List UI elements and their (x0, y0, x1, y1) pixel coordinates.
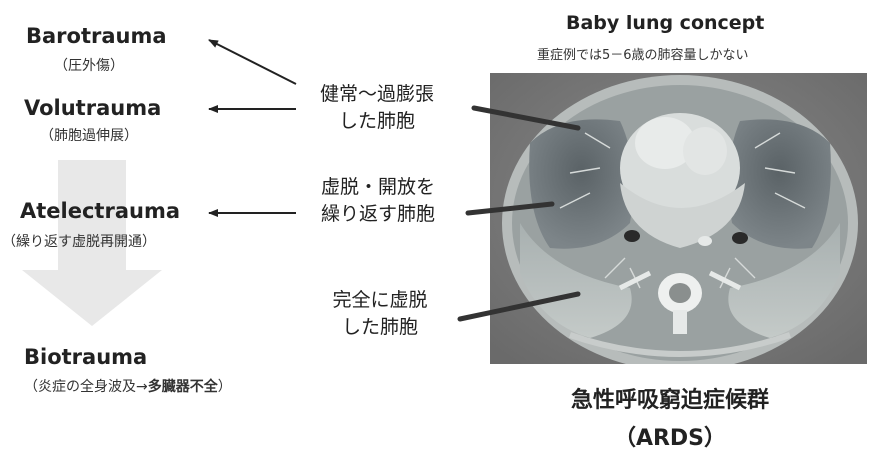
pointer-cyclic-alveoli (468, 204, 552, 213)
pointer-healthy-alveoli (474, 108, 578, 128)
ards-title: 急性呼吸窮迫症候群 （ARDS） (520, 382, 820, 452)
ards-title-line1: 急性呼吸窮迫症候群 (520, 382, 820, 414)
arrow-to-barotrauma (209, 40, 296, 84)
ards-title-line2: （ARDS） (520, 420, 820, 452)
pointer-collapsed-alveoli (460, 294, 578, 319)
